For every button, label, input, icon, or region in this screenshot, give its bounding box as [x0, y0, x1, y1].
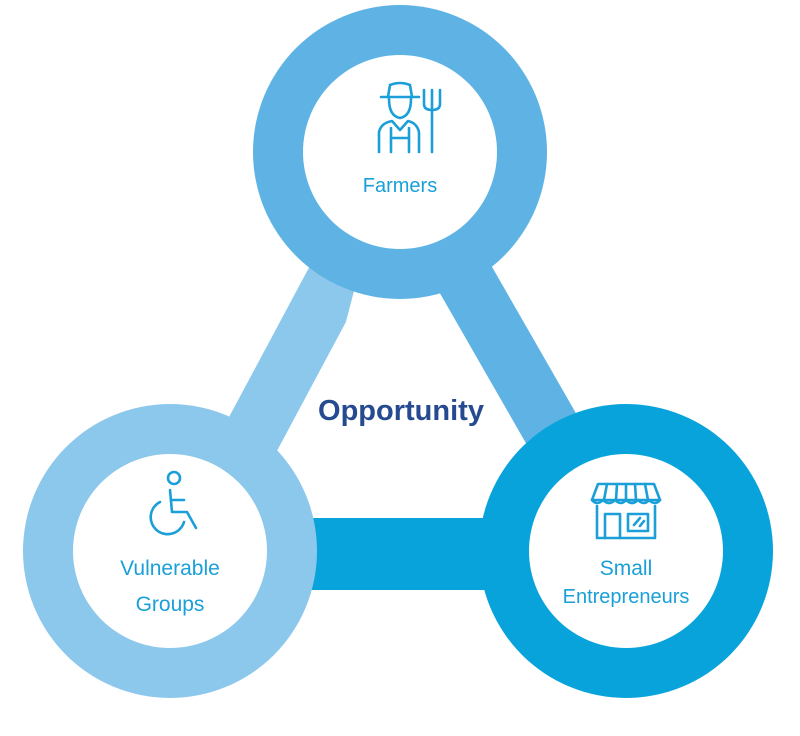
wheelchair-icon: [149, 470, 198, 536]
farmers-label: Farmers: [363, 175, 437, 197]
entrepreneurs-label-line1: Small: [600, 557, 653, 580]
storefront-icon: [590, 482, 662, 540]
ring-vulnerable: [23, 404, 317, 698]
vulnerable-label-line2: Groups: [136, 593, 205, 616]
center-label: Opportunity: [318, 395, 484, 427]
farmer-icon: [377, 81, 442, 154]
entrepreneurs-label-line2: Entrepreneurs: [563, 586, 690, 608]
ring-farmers: [253, 5, 547, 299]
center-triangle: [300, 268, 530, 498]
ring-entrepreneurs: [479, 404, 773, 698]
vulnerable-label-line1: Vulnerable: [120, 557, 220, 580]
